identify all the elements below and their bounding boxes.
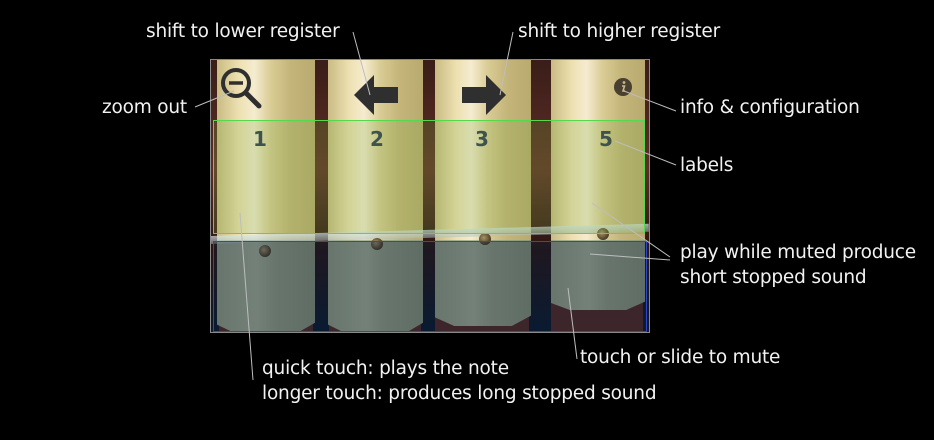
play-zone[interactable] bbox=[213, 120, 645, 234]
callout-mute: touch or slide to mute bbox=[580, 347, 781, 368]
callout-info: info & configuration bbox=[680, 97, 860, 118]
callout-shift-lower: shift to lower register bbox=[146, 21, 340, 42]
bar-lower bbox=[435, 240, 531, 326]
bar-label-2: 2 bbox=[370, 127, 384, 151]
callout-zoom-out: zoom out bbox=[102, 97, 187, 118]
callout-shift-higher: shift to higher register bbox=[518, 21, 721, 42]
bar-gap bbox=[529, 60, 551, 332]
instrument-view[interactable]: 1 2 3 5 bbox=[210, 59, 650, 333]
callout-muted-line1: play while muted produce bbox=[680, 242, 916, 263]
bar-label-1: 1 bbox=[253, 127, 267, 151]
callout-labels: labels bbox=[680, 155, 734, 176]
callout-touch-line2: longer touch: produces long stopped soun… bbox=[262, 383, 657, 404]
mute-zone[interactable] bbox=[213, 241, 647, 332]
bar-gap bbox=[643, 60, 649, 332]
arrow-left-icon[interactable] bbox=[354, 75, 398, 115]
bar-label-3: 3 bbox=[475, 127, 489, 151]
info-icon[interactable] bbox=[614, 78, 632, 96]
bar-gap bbox=[211, 60, 219, 332]
zoom-out-icon[interactable] bbox=[219, 66, 265, 112]
bar-gap bbox=[313, 60, 329, 332]
bar-lower bbox=[328, 240, 423, 332]
arrow-right-icon[interactable] bbox=[462, 75, 506, 115]
callout-muted-line2: short stopped sound bbox=[680, 267, 867, 288]
screw bbox=[479, 233, 491, 245]
bar-gap bbox=[421, 60, 435, 332]
bar-label-5: 5 bbox=[599, 127, 613, 151]
callout-touch-line1: quick touch: plays the note bbox=[262, 358, 509, 379]
screw bbox=[259, 245, 271, 257]
